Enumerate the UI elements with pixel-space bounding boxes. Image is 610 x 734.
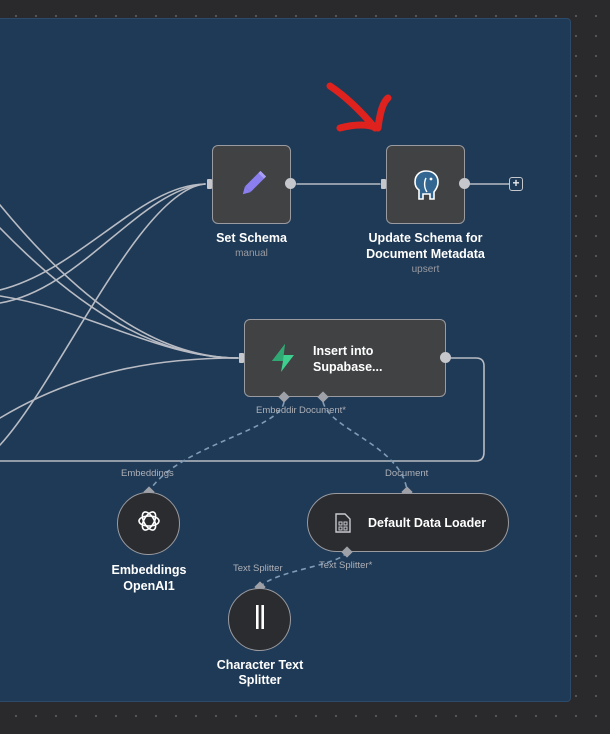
set-schema-title: Set Schema xyxy=(216,231,287,245)
openai-icon xyxy=(136,508,162,539)
dashed-wire-document xyxy=(322,401,408,491)
set-schema-node[interactable] xyxy=(212,145,291,224)
update-schema-node[interactable] xyxy=(386,145,465,224)
set-schema-input-handle[interactable] xyxy=(207,179,212,189)
default-data-loader-node[interactable]: Default Data Loader xyxy=(307,493,509,552)
default-data-loader-title: Default Data Loader xyxy=(368,516,487,530)
insert-supabase-node[interactable]: Insert into Supabase... xyxy=(244,319,446,397)
text-splitter-input-label: Text Splitter* xyxy=(319,560,373,571)
update-schema-input-handle[interactable] xyxy=(381,179,386,189)
document-input-label: Document* xyxy=(299,405,346,416)
dashed-wire-text-splitter xyxy=(261,551,348,586)
update-schema-title-line2: Document Metadata xyxy=(366,247,485,261)
update-schema-output-handle[interactable] xyxy=(459,178,470,189)
character-splitter-title-line2: Splitter xyxy=(238,673,282,687)
red-annotation-arrow xyxy=(326,82,392,132)
splitter-bars-icon xyxy=(253,604,267,635)
embeddings-title-line1: Embeddings xyxy=(111,563,187,577)
document-data-icon xyxy=(332,512,354,534)
update-schema-subtitle: upsert xyxy=(411,264,440,275)
text-splitter-output-label: Text Splitter xyxy=(233,563,283,574)
wire-to-set-schema-2 xyxy=(0,183,206,304)
supabase-bolt-icon xyxy=(267,342,299,374)
wire-insert-loop xyxy=(0,357,485,462)
character-text-splitter-node[interactable] xyxy=(228,588,291,651)
wire-to-insert-2 xyxy=(0,227,239,359)
wire-to-insert-3 xyxy=(0,295,239,359)
character-splitter-title-line1: Character Text xyxy=(216,658,304,672)
wire-to-set-schema-3 xyxy=(0,183,206,446)
set-schema-output-handle[interactable] xyxy=(285,178,296,189)
wire-to-insert-4 xyxy=(0,357,239,419)
update-schema-title-line1: Update Schema for xyxy=(368,231,483,245)
insert-supabase-title-line1: Insert into xyxy=(313,344,374,358)
document-output-label: Document xyxy=(385,468,429,479)
set-schema-subtitle: manual xyxy=(235,248,268,259)
pencil-icon xyxy=(213,146,290,223)
insert-supabase-input-handle[interactable] xyxy=(239,353,244,363)
embeddings-output-label: Embeddings xyxy=(121,468,174,479)
postgres-elephant-icon xyxy=(387,146,464,223)
add-node-plus-icon[interactable]: + xyxy=(509,177,523,191)
dashed-wire-embeddings xyxy=(149,401,285,491)
embeddings-openai-node[interactable] xyxy=(117,492,180,555)
insert-supabase-title-line2: Supabase... xyxy=(313,360,383,374)
wire-to-set-schema-1 xyxy=(0,183,206,291)
insert-supabase-output-handle[interactable] xyxy=(440,352,451,363)
embeddings-title-line2: OpenAI1 xyxy=(123,579,175,593)
embedding-input-label: Embeddir xyxy=(256,405,297,416)
wire-to-insert-1 xyxy=(0,204,239,359)
